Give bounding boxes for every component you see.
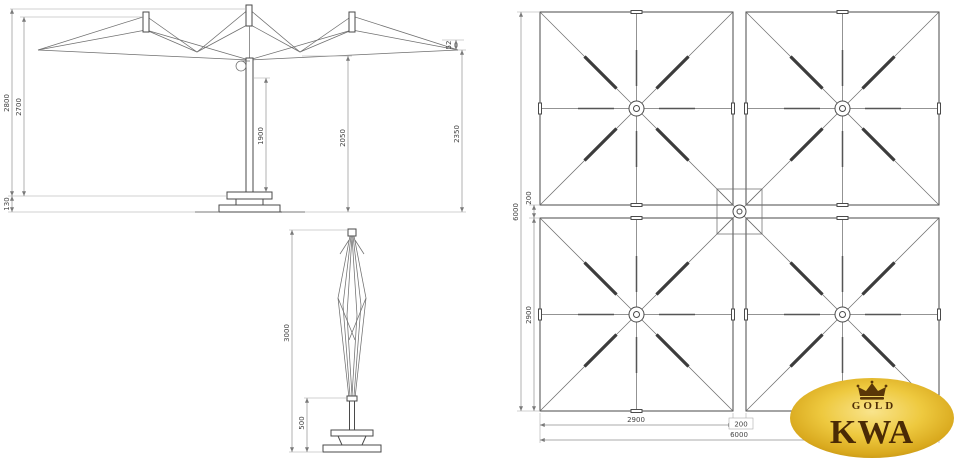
folded-canopy-bundle [337, 228, 367, 399]
dim-base-section: 500 [298, 416, 306, 429]
crown-icon [856, 380, 888, 400]
dim-canopy-height: 2700 [15, 98, 23, 116]
dim-edge-clearance: 2350 [453, 125, 461, 143]
folded-elevation-view: 3000 500 [283, 228, 382, 453]
mast-pulley-icon [235, 60, 250, 72]
dim-base-thickness: 130 [3, 197, 11, 210]
canopy-panel-top-left [536, 8, 737, 209]
folded-mast [346, 395, 358, 430]
dim-total-depth: 6000 [512, 203, 520, 221]
dim-closed-height: 3000 [283, 324, 291, 342]
folded-base [322, 429, 382, 453]
dim-total-width: 6000 [730, 431, 748, 439]
logo-brand: KWA [830, 414, 914, 451]
dim-overall-height: 2800 [3, 94, 11, 112]
dim-pole-clearance: 1900 [257, 127, 265, 145]
dim-panel-depth: 2900 [525, 306, 533, 324]
dim-gap-depth: 200 [525, 191, 533, 204]
logo-ellipse [790, 378, 954, 458]
dim-edge-drop: 52 [445, 41, 453, 50]
logo-tagline: GOLD [852, 400, 896, 412]
center-hub [716, 188, 763, 235]
dim-panel-width: 2900 [627, 416, 645, 424]
base-pedestal [195, 191, 305, 213]
kwa-gold-logo: GOLD KWA [790, 378, 954, 458]
dim-valley-clearance: 2050 [339, 129, 347, 147]
canopy-panel-top-right [742, 8, 943, 209]
side-elevation-view: 2800 2700 130 1900 2050 2350 52 [3, 4, 466, 213]
mast [245, 26, 254, 193]
dim-gap-width: 200 [734, 421, 747, 429]
canopy-panel-bottom-left [536, 214, 737, 415]
canopy-truss [37, 4, 459, 61]
